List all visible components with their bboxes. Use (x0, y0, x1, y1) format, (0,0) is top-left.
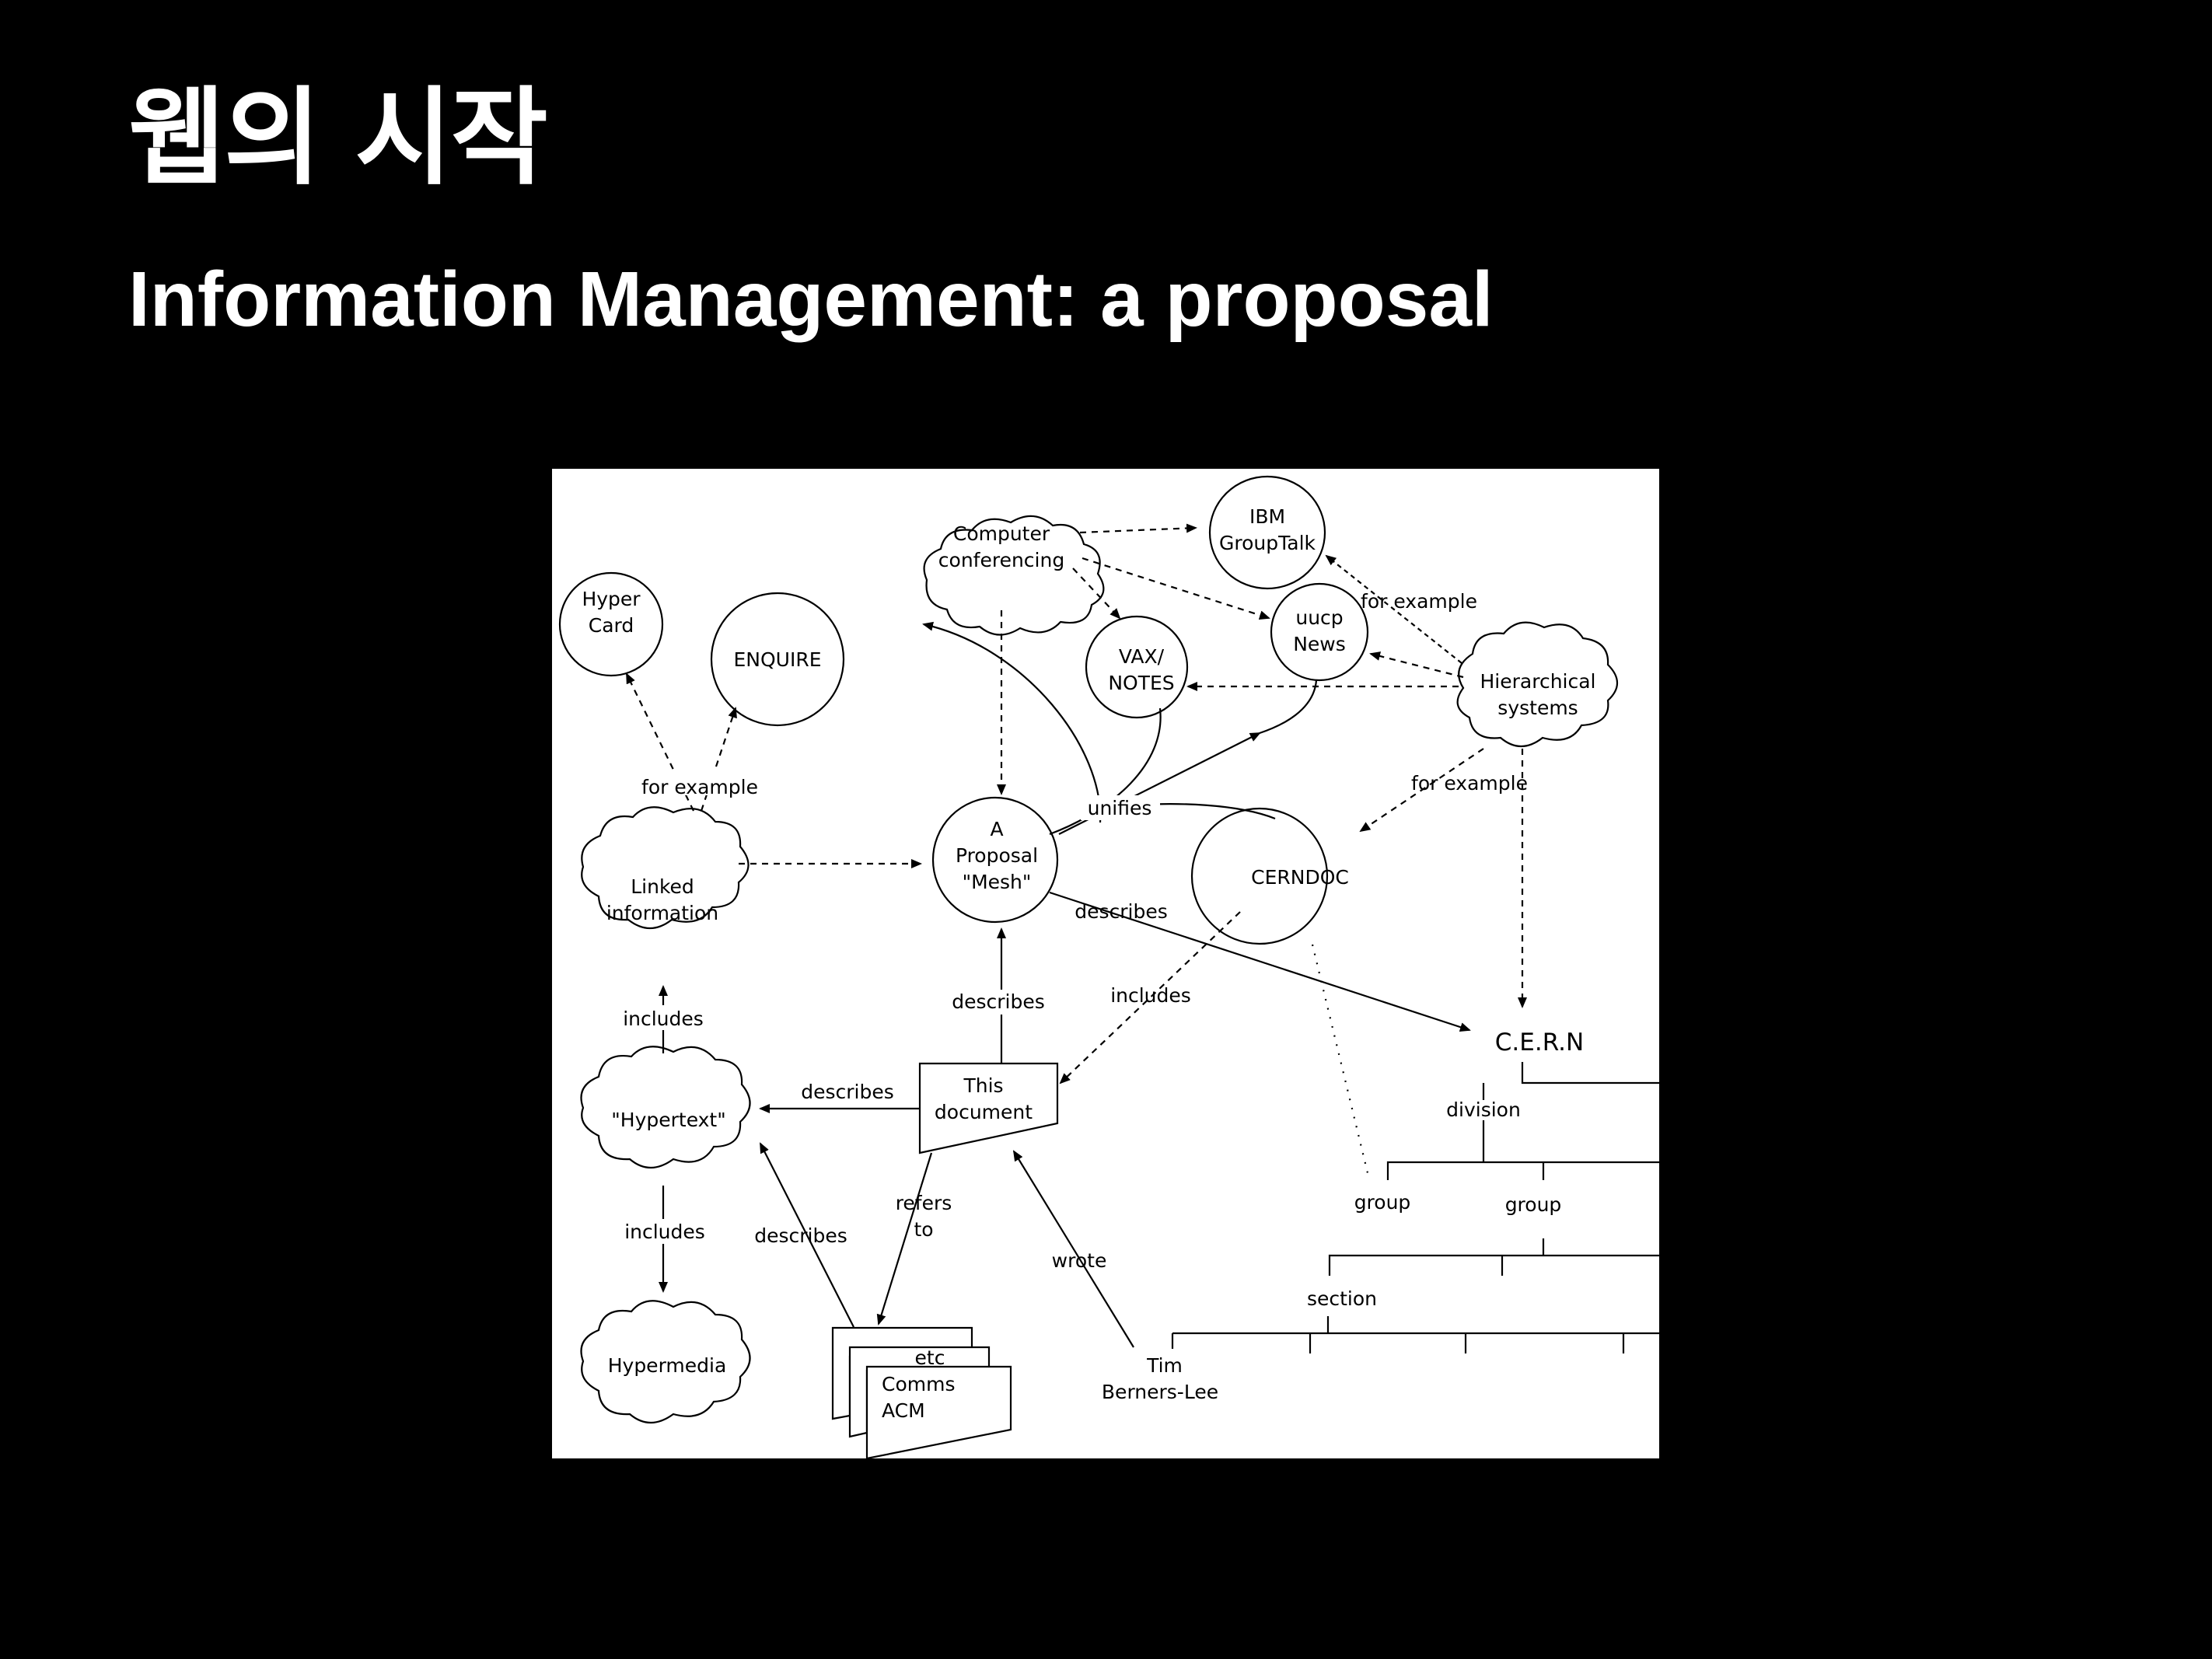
edge-hierarchical-cerndoc (1359, 748, 1484, 833)
uucp-news-label-1: uucp (1295, 606, 1343, 629)
cerndoc-label: CERNDOC (1251, 866, 1349, 889)
edge-vax-mesh (1049, 707, 1162, 836)
vax-notes-node (1085, 615, 1189, 719)
hypertext-label: "Hypertext" (611, 1109, 725, 1131)
slide-subtitle: Information Management: a proposal (128, 256, 1494, 343)
edge-conferencing-ibm (1079, 523, 1197, 534)
computer-conferencing-label-1: Computer (953, 522, 1050, 545)
cern-label: C.E.R.N (1495, 1029, 1584, 1057)
hypermedia-node (580, 1300, 751, 1423)
hypermedia-label: Hypermedia (608, 1354, 727, 1377)
edge-mesh-cern (1049, 891, 1471, 1032)
document-stack (831, 1326, 1012, 1458)
linked-information-label-2: information (606, 902, 718, 924)
docs-stack-label-acm: ACM (882, 1399, 925, 1422)
edge-tim-doc (1012, 1150, 1134, 1348)
edge-label-for-example-left: for example (641, 776, 758, 798)
group-label-2: group (1505, 1193, 1562, 1216)
edge-mesh-enquire (922, 621, 1102, 823)
edge-label-to: to (914, 1218, 933, 1241)
uucp-news-label-2: News (1293, 633, 1346, 655)
hierarchical-systems-label-2: systems (1497, 697, 1578, 719)
this-document-label-2: document (935, 1101, 1033, 1123)
hypercard-label-1: Hyper (582, 588, 641, 610)
enquire-node (710, 592, 845, 727)
ibm-grouptalk-label-2: GroupTalk (1219, 532, 1316, 554)
edge-label-includes-cerndoc: includes (1110, 984, 1191, 1007)
hierarchical-systems-label-1: Hierarchical (1480, 670, 1596, 693)
docs-stack-label-comms: Comms (882, 1373, 955, 1395)
cerndoc-node (1190, 807, 1329, 945)
this-document-node (918, 1062, 1059, 1154)
mesh-diagram-svg: Hyper Card ENQUIRE Computer conferencing… (558, 475, 1659, 1458)
edge-labels (617, 770, 1160, 1244)
division-label: division (1446, 1098, 1521, 1121)
edge-label-unifies: unifies (1088, 797, 1152, 819)
hierarchical-systems-node (1456, 621, 1619, 747)
edges (626, 523, 1527, 1348)
edge-conferencing-uucp (1082, 557, 1270, 620)
edge-label-describes-mesh-cern: describes (1075, 900, 1168, 923)
cern-org-tree (1171, 1062, 1659, 1353)
proposal-mesh-node (931, 796, 1059, 924)
edge-label-for-example-top: for example (1361, 590, 1477, 613)
edge-uucp-curve (1259, 679, 1318, 735)
edge-hierarchical-ibm (1325, 554, 1462, 664)
proposal-mesh-label-2: Proposal (956, 844, 1038, 867)
edge-cerndoc-group (1311, 944, 1370, 1177)
edge-doc-stack (876, 1152, 933, 1325)
edge-label-for-example-right: for example (1411, 772, 1528, 795)
edge-conferencing-vax (1072, 568, 1121, 620)
vax-notes-label-2: NOTES (1108, 672, 1174, 694)
this-document-label-1: This (963, 1074, 1003, 1097)
hypercard-label-2: Card (589, 614, 634, 637)
hypertext-node (580, 1046, 751, 1168)
edge-label-describes-doc-hypertext: describes (801, 1081, 894, 1103)
proposal-mesh-label-1: A (990, 818, 1003, 840)
edge-label-describes-docs-hypertext: describes (754, 1224, 847, 1247)
hypercard-node (558, 571, 664, 677)
edge-label-includes-linked: includes (623, 1008, 704, 1030)
group-label-1: group (1354, 1191, 1411, 1214)
proposal-mesh-label-3: "Mesh" (963, 871, 1032, 893)
docs-stack-label-etc: etc (915, 1346, 945, 1369)
enquire-label: ENQUIRE (733, 648, 821, 671)
edge-cerndoc-mesh (1142, 803, 1276, 820)
section-label: section (1307, 1287, 1377, 1310)
slide-title: 웹의 시작 (128, 77, 548, 200)
edge-label-describes-doc-mesh: describes (952, 990, 1045, 1013)
tim-label-1: Tim (1146, 1354, 1183, 1377)
edge-label-wrote: wrote (1052, 1249, 1107, 1272)
vax-notes-label-1: VAX/ (1119, 645, 1165, 668)
edge-stack-hypertext (760, 1142, 854, 1328)
linked-information-label-1: Linked (631, 875, 694, 898)
ibm-grouptalk-node (1208, 475, 1326, 590)
edge-hierarchical-uucp (1369, 651, 1464, 679)
tim-label-2: Berners-Lee (1102, 1381, 1218, 1403)
uucp-news-node (1270, 582, 1369, 682)
computer-conferencing-node (923, 515, 1105, 636)
edge-label-refers: refers (896, 1192, 952, 1214)
edge-label-includes-hypermedia: includes (624, 1221, 705, 1243)
computer-conferencing-label-2: conferencing (938, 549, 1064, 571)
linked-information-node (581, 806, 750, 929)
ibm-grouptalk-label-1: IBM (1249, 505, 1285, 528)
mesh-diagram: Hyper Card ENQUIRE Computer conferencing… (552, 469, 1659, 1458)
